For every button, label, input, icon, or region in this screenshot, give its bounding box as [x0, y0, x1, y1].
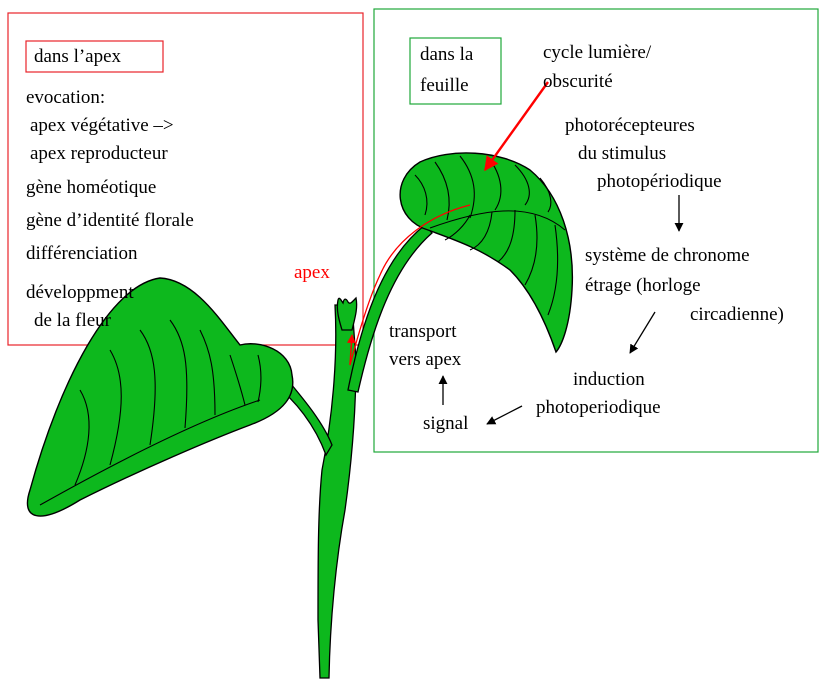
- development-text: développment: [26, 282, 134, 304]
- induction-line2: photoperiodique: [536, 397, 661, 419]
- transport-line2: vers apex: [389, 349, 461, 371]
- apex-heading: dans l’apex: [34, 46, 121, 68]
- photoreceptor-line3: photopériodique: [597, 171, 722, 193]
- arrow-system-to-induction: [630, 312, 655, 353]
- arrow-induction-to-signal: [487, 406, 522, 424]
- leaf-heading-line1: dans la: [420, 44, 473, 66]
- light-cycle-line1: cycle lumière/: [543, 42, 651, 64]
- signal-label: signal: [423, 413, 468, 435]
- clock-system-line2: étrage (horloge: [585, 275, 701, 297]
- floral-identity-gene-text: gène d’identité florale: [26, 210, 194, 232]
- light-arrow: [485, 82, 548, 170]
- induction-line1: induction: [573, 369, 645, 391]
- photoreceptor-line2: du stimulus: [578, 143, 666, 165]
- flower-text: de la fleur: [34, 310, 111, 332]
- apex-bud: [337, 298, 356, 330]
- differentiation-text: différenciation: [26, 243, 138, 265]
- clock-system-line1: système de chronome: [585, 245, 750, 267]
- leaf-heading-line2: feuille: [420, 75, 469, 97]
- evocation-label: evocation:: [26, 87, 105, 109]
- photoreceptor-line1: photorécepteures: [565, 115, 695, 137]
- reproductive-apex-text: apex reproducteur: [30, 143, 168, 165]
- apex-label: apex: [294, 262, 330, 284]
- clock-system-line3: circadienne): [690, 304, 784, 326]
- homeotic-gene-text: gène homéotique: [26, 177, 156, 199]
- vegetative-apex-text: apex végétative –>: [30, 115, 174, 137]
- transport-line1: transport: [389, 321, 457, 343]
- light-cycle-line2: obscurité: [543, 71, 613, 93]
